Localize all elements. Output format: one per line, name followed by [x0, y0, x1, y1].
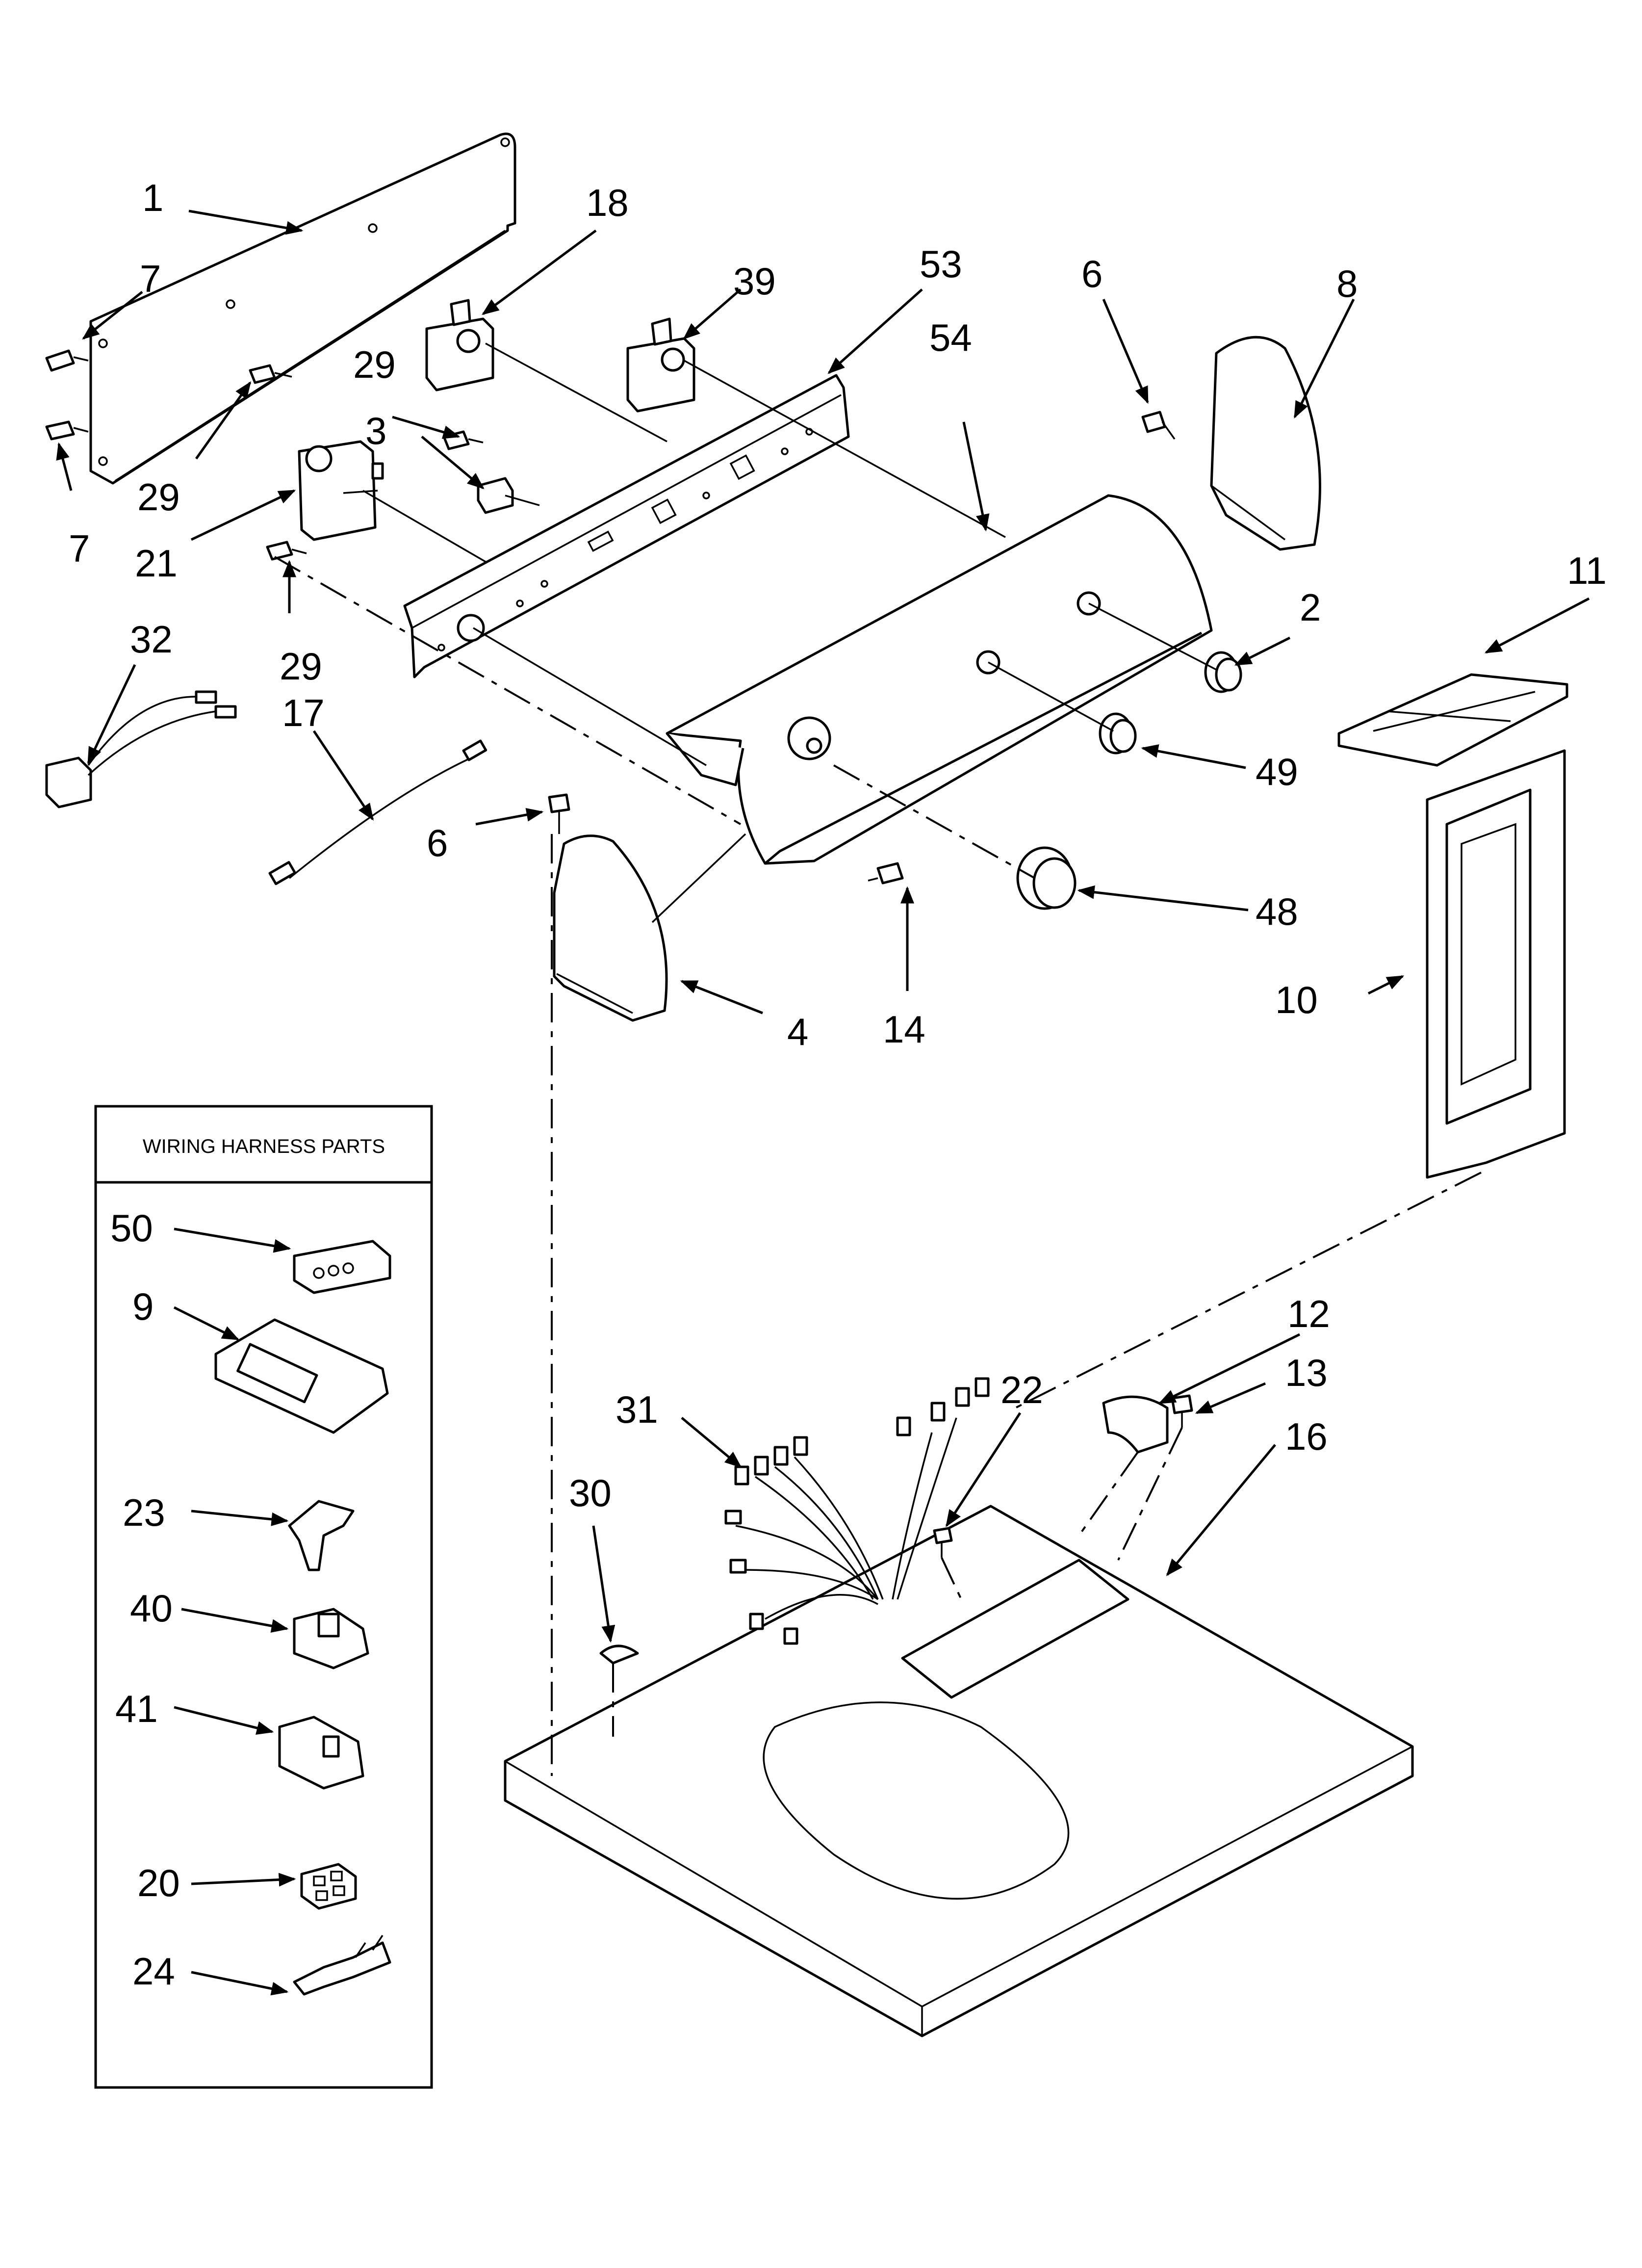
label-part-11: 11	[1567, 549, 1607, 592]
label-part-7-upper: 7	[140, 257, 161, 300]
label-part-48: 48	[1256, 890, 1298, 933]
label-part-4: 4	[787, 1010, 808, 1053]
clip-part-23	[288, 1500, 355, 1571]
wire-part-17	[268, 739, 487, 886]
screw-part-13	[1171, 1394, 1193, 1428]
label-part-49: 49	[1256, 750, 1298, 793]
label-part-41: 41	[115, 1687, 158, 1730]
rear-panel-part-1	[89, 132, 516, 485]
wiring-harness-parts-box: WIRING HARNESS PARTS	[94, 1105, 433, 2089]
assembly-lines	[274, 342, 1482, 1776]
console-part-54	[666, 494, 1213, 865]
clip-part-30	[599, 1644, 639, 1665]
control-bracket-part-53	[403, 374, 850, 678]
screw-part-29-c	[266, 541, 307, 561]
label-part-32: 32	[130, 618, 173, 661]
screw-part-7-lower	[45, 420, 89, 441]
screw-part-14	[868, 862, 904, 885]
bracket-part-3	[477, 477, 514, 514]
knob-part-49	[1099, 712, 1137, 755]
top-panel-part-16	[504, 1505, 1414, 2037]
label-part-20: 20	[137, 1861, 180, 1904]
label-part-29-b: 29	[353, 343, 396, 386]
switch-part-18	[425, 299, 494, 391]
label-part-23: 23	[123, 1491, 165, 1534]
leader-arrows	[56, 209, 1590, 1643]
label-part-53: 53	[920, 242, 962, 286]
label-part-16: 16	[1285, 1415, 1328, 1458]
knob-part-48	[1016, 846, 1077, 910]
label-part-21: 21	[135, 542, 178, 585]
connector-part-41	[278, 1716, 364, 1790]
label-part-17: 17	[282, 691, 325, 734]
screw-part-22	[933, 1527, 953, 1558]
wire-harness-part-32	[45, 690, 237, 808]
label-part-22: 22	[1001, 1368, 1043, 1411]
screw-part-6-lower	[548, 793, 570, 834]
end-cap-part-4	[553, 834, 668, 1022]
filter-cover-part-11	[1337, 673, 1568, 767]
label-part-18: 18	[586, 181, 629, 224]
label-part-1: 1	[142, 176, 163, 219]
inset-box-title: WIRING HARNESS PARTS	[143, 1136, 385, 1157]
screw-part-6-upper	[1141, 411, 1176, 440]
wire-harness-part-31	[724, 1377, 990, 1645]
label-part-14: 14	[883, 1008, 925, 1051]
clamp-part-12	[1102, 1395, 1169, 1454]
label-part-39: 39	[733, 260, 776, 303]
lint-screen-part-10	[1426, 749, 1566, 1179]
label-part-2: 2	[1300, 586, 1321, 629]
label-part-8: 8	[1336, 262, 1358, 305]
label-part-54: 54	[929, 316, 972, 359]
terminal-part-24	[293, 1935, 391, 1996]
label-part-40: 40	[130, 1587, 173, 1630]
knob-part-2	[1204, 651, 1242, 693]
connector-part-9	[214, 1318, 389, 1434]
part-number-labels: 1 18 39 53 6 8 7 7 29 29 29 3 54 21 32 2…	[69, 176, 1607, 1993]
label-part-12: 12	[1287, 1292, 1330, 1335]
label-part-29-a: 29	[137, 475, 180, 519]
label-part-10: 10	[1275, 978, 1318, 1021]
label-part-29-c: 29	[280, 645, 322, 688]
label-part-13: 13	[1285, 1351, 1328, 1394]
screw-part-29-a	[249, 364, 292, 384]
connector-part-40	[293, 1608, 369, 1669]
timer-part-21	[298, 440, 384, 541]
label-part-30: 30	[569, 1471, 612, 1514]
screw-part-7-upper	[45, 349, 89, 372]
label-part-3: 3	[365, 409, 386, 452]
label-part-7-lower: 7	[69, 527, 90, 570]
label-part-9: 9	[132, 1285, 154, 1328]
switch-part-39	[626, 317, 695, 413]
label-part-31: 31	[616, 1388, 658, 1431]
label-part-50: 50	[110, 1206, 153, 1250]
label-part-6-upper: 6	[1081, 252, 1103, 295]
label-part-24: 24	[132, 1950, 175, 1993]
connector-part-20	[300, 1863, 357, 1910]
connector-part-50	[293, 1240, 391, 1294]
label-part-6-lower: 6	[427, 821, 448, 864]
end-cap-part-8	[1210, 336, 1321, 551]
